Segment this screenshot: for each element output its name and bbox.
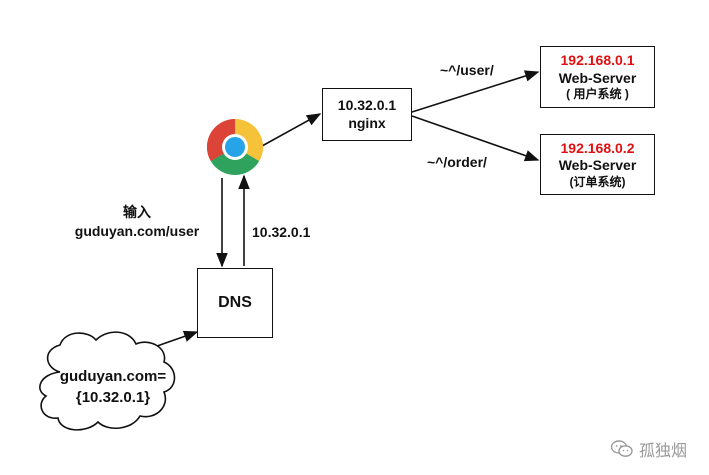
dns-box: DNS bbox=[197, 268, 273, 338]
user-server-ip: 192.168.0.1 bbox=[560, 52, 635, 68]
cloud-shape bbox=[39, 331, 176, 431]
arrow-nginx-to-user-server bbox=[411, 70, 540, 113]
watermark: 孤独烟 bbox=[610, 437, 687, 461]
order-server-desc: (订单系统) bbox=[569, 174, 626, 189]
dns-label: DNS bbox=[218, 294, 252, 311]
response-ip-label: 10.32.0.1 bbox=[252, 224, 311, 240]
order-server-name: Web-Server bbox=[558, 157, 637, 173]
arrow-nginx-to-order-server bbox=[411, 115, 540, 162]
order-server-ip: 192.168.0.2 bbox=[560, 139, 635, 156]
user-server-name: Web-Server bbox=[558, 69, 637, 86]
request-line2: guduyan.com/user bbox=[74, 222, 200, 239]
wechat-icon bbox=[610, 440, 633, 457]
route-order-label: ~^/order/ bbox=[427, 154, 487, 170]
route-user-label: ~^/user/ bbox=[440, 62, 494, 78]
order-web-server-box: 192.168.0.2 Web-Server (订单系统) bbox=[540, 134, 655, 195]
request-line1: 输入 bbox=[123, 204, 151, 220]
cloud-line1: guduyan.com= bbox=[59, 368, 167, 385]
request-label: 输入 guduyan.com/user bbox=[62, 203, 212, 241]
user-web-server-box: 192.168.0.1 Web-Server ( 用户系统 ) bbox=[540, 46, 655, 108]
nginx-ip: 10.32.0.1 bbox=[337, 97, 397, 113]
nginx-box: 10.32.0.1 nginx bbox=[322, 88, 412, 141]
chrome-browser-icon bbox=[206, 118, 264, 176]
cloud-text: guduyan.com= {10.32.0.1} bbox=[56, 366, 170, 408]
arrow-browser-to-nginx bbox=[261, 113, 322, 147]
cloud-line2: {10.32.0.1} bbox=[75, 389, 151, 406]
user-server-desc: ( 用户系统 ) bbox=[566, 87, 629, 101]
nginx-name: nginx bbox=[348, 114, 386, 131]
watermark-text: 孤独烟 bbox=[638, 443, 687, 460]
